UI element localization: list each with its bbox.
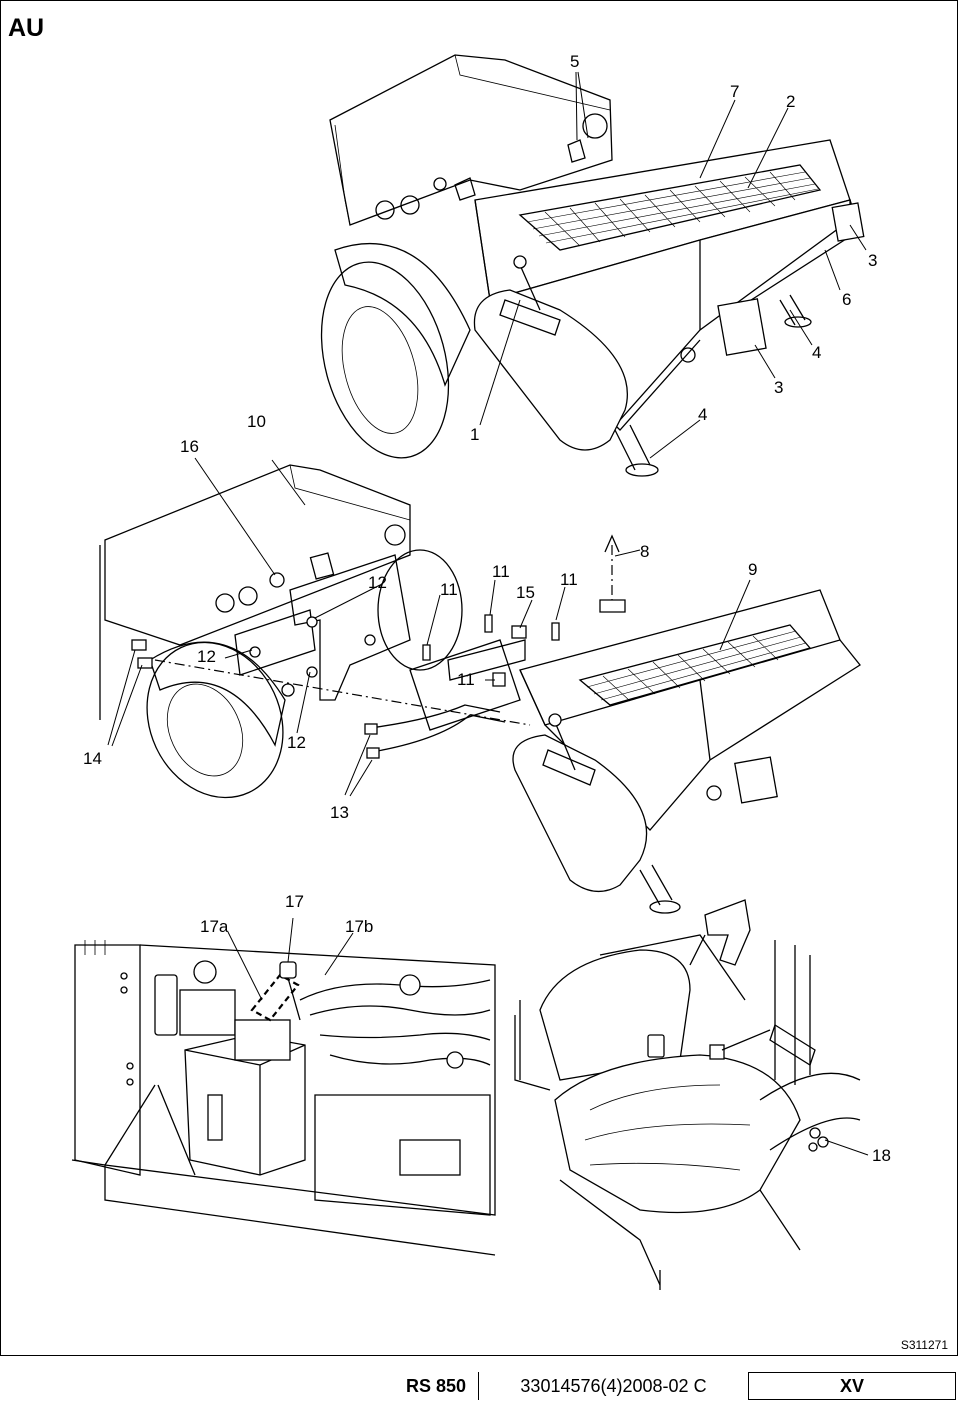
rear-stand	[779, 294, 806, 326]
callout-3-bottom: 3	[774, 378, 783, 397]
callout-9: 9	[748, 560, 757, 579]
callout-1: 1	[470, 425, 479, 444]
callout-12-top: 12	[368, 573, 387, 592]
bolt-icon	[484, 614, 493, 633]
callout-16: 16	[180, 437, 199, 456]
view-hydraulic-compartment	[71, 940, 496, 1256]
callout-6: 6	[842, 290, 851, 309]
hose-bundle	[299, 979, 491, 1001]
battery-box	[314, 1094, 491, 1216]
view-exploded-mounting	[99, 464, 861, 914]
callout-4-rear: 4	[812, 343, 821, 362]
hopper-exploded	[519, 589, 841, 726]
view-operator-seat	[514, 899, 861, 1290]
filter-canister	[154, 974, 178, 1036]
leaders-view-2	[107, 457, 751, 797]
side-panel	[74, 944, 141, 1176]
chassis-hood	[104, 464, 411, 646]
light-icon	[375, 200, 395, 220]
callout-5: 5	[570, 52, 579, 71]
callout-11-mid: 11	[492, 562, 510, 581]
callout-3-top: 3	[868, 251, 877, 270]
cab-pillar	[774, 940, 811, 1085]
spray-gun-icon	[704, 899, 751, 966]
coupler-17	[279, 961, 297, 979]
nut-icon	[269, 572, 285, 588]
callout-17b: 17b	[345, 917, 373, 936]
view-assembled-spreader	[320, 54, 865, 477]
callout-15: 15	[516, 583, 535, 602]
callout-11-left: 11	[440, 580, 458, 599]
callout-17: 17	[285, 892, 304, 911]
front-fender	[334, 242, 471, 387]
callout-7: 7	[730, 82, 739, 101]
connector-17a-highlight	[250, 973, 300, 1022]
assembly-axis	[154, 659, 531, 726]
control-lever	[519, 264, 541, 311]
leaders-view-1	[479, 71, 867, 459]
pressure-gauge-icon	[193, 960, 217, 984]
rear-wheel-far	[377, 549, 463, 671]
drawing-code: S311271	[900, 1338, 948, 1352]
mount-bracket	[567, 139, 586, 163]
front-wheel	[320, 261, 450, 459]
lever-knob-icon	[513, 255, 527, 269]
title-block: RS 850 33014576(4)2008-02 C XV	[0, 1372, 960, 1400]
callout-11-bottom: 11	[457, 670, 475, 689]
cab-outline	[514, 934, 746, 1091]
rear-wheel	[146, 641, 284, 799]
lamp-socket	[309, 552, 335, 580]
mounting-frame	[289, 554, 411, 701]
hydraulic-hose-upper	[369, 704, 501, 729]
coupler-15	[511, 625, 527, 639]
callout-8: 8	[640, 542, 649, 561]
callout-17a: 17a	[200, 917, 229, 936]
callout-11-right: 11	[560, 570, 578, 589]
headlight-icon	[582, 113, 608, 139]
rear-fender	[149, 641, 286, 747]
callout-14: 14	[83, 749, 102, 768]
region-code: AU	[8, 14, 45, 42]
switch-pad	[709, 1044, 725, 1060]
leaders-view-3	[227, 917, 354, 1001]
callout-18: 18	[872, 1146, 891, 1165]
steering-wheel	[759, 1072, 861, 1101]
rear-lamp-bracket	[717, 298, 767, 356]
document-number: 33014576(4)2008-02 C	[478, 1372, 748, 1400]
page-number: XV	[748, 1372, 956, 1400]
hopper-grid	[518, 164, 822, 251]
hydraulic-hose-lower	[371, 714, 506, 753]
seat-back	[539, 949, 691, 1081]
callout-10: 10	[247, 412, 266, 431]
spinner-guard	[473, 289, 629, 451]
model-name: RS 850	[405, 1375, 466, 1396]
drawbar	[409, 639, 521, 731]
spinner-guard-exploded	[512, 734, 648, 892]
callout-12-bottom: 12	[287, 733, 306, 752]
callout-2: 2	[786, 92, 795, 111]
drawing-frame	[0, 0, 958, 1356]
lift-arrow-icon	[604, 534, 620, 553]
callout-13: 13	[330, 803, 349, 822]
seat-cushion	[554, 1054, 801, 1214]
callout-4-front: 4	[698, 405, 707, 424]
callout-12-left: 12	[197, 647, 216, 666]
coupler	[131, 639, 147, 651]
exploded-diagram: 5 7 2 3 6 4 3 1 4	[71, 52, 891, 1290]
vehicle-hood	[329, 54, 613, 226]
hopper-exploded-grid	[578, 624, 812, 706]
sight-glass	[207, 1094, 223, 1141]
front-stand	[614, 424, 651, 471]
leaders-view-4	[824, 1139, 869, 1156]
switch-icon	[809, 1127, 821, 1139]
